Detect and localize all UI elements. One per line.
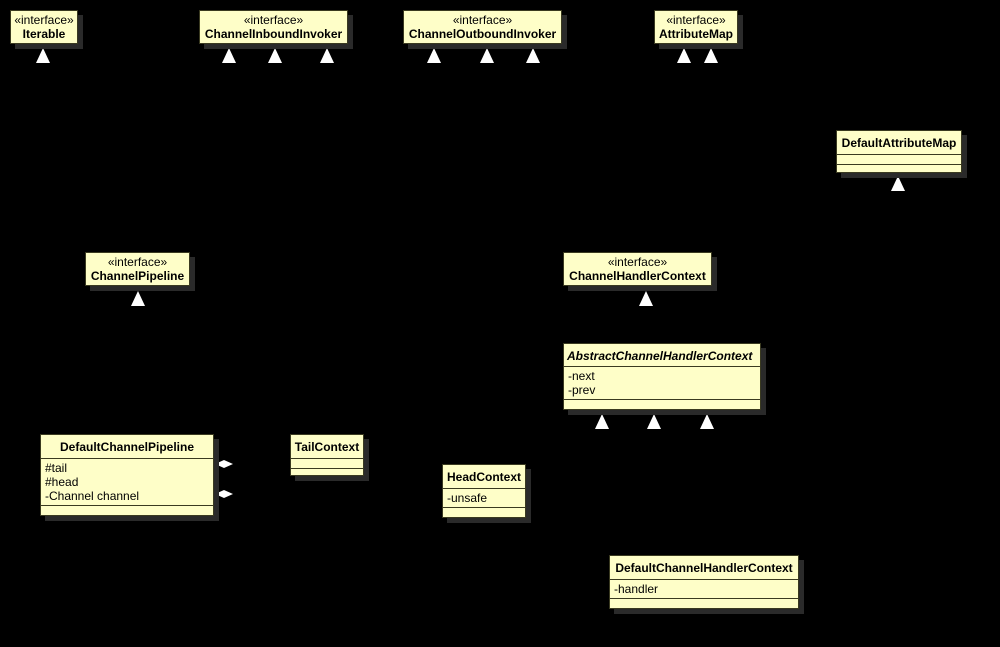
default-attribute-map-arrowhead (891, 176, 905, 191)
class-default-channel-pipeline[interactable]: DefaultChannelPipeline #tail #head -Chan… (40, 434, 214, 516)
stereotype-label: «interface» (107, 255, 168, 269)
composition-diamonds (215, 460, 233, 498)
iterable-arrowhead (36, 48, 50, 63)
class-header: AbstractChannelHandlerContext (564, 344, 760, 366)
class-tail-context[interactable]: TailContext (290, 434, 364, 476)
class-name: HeadContext (446, 470, 521, 484)
operations-compartment (610, 598, 798, 608)
class-name: AttributeMap (659, 27, 733, 41)
class-name: DefaultChannelPipeline (59, 440, 195, 454)
class-name: Iterable (22, 27, 66, 41)
class-header: «interface» AttributeMap (655, 11, 737, 43)
class-default-attribute-map[interactable]: DefaultAttributeMap (836, 130, 962, 173)
class-channel-outbound-invoker[interactable]: «interface» ChannelOutboundInvoker (403, 10, 562, 44)
class-header: «interface» Iterable (11, 11, 77, 43)
abstract-context-arrowhead-1 (595, 414, 609, 429)
class-header: «interface» ChannelOutboundInvoker (404, 11, 561, 43)
class-header: «interface» ChannelInboundInvoker (200, 11, 347, 43)
class-iterable[interactable]: «interface» Iterable (10, 10, 78, 44)
class-header: «interface» ChannelPipeline (86, 253, 189, 285)
class-name: DefaultChannelHandlerContext (615, 561, 793, 575)
stereotype-label: «interface» (666, 13, 726, 27)
attribute-head: #head (45, 475, 79, 489)
operations-compartment (564, 399, 760, 409)
operations-compartment (837, 164, 961, 174)
class-channel-handler-context[interactable]: «interface» ChannelHandlerContext (563, 252, 712, 286)
operations-compartment (41, 505, 213, 515)
class-name: ChannelPipeline (90, 269, 185, 283)
class-default-channel-handler-context[interactable]: DefaultChannelHandlerContext -handler (609, 555, 799, 609)
abstract-context-arrowhead-3 (700, 414, 714, 429)
stereotype-label: «interface» (14, 13, 74, 27)
class-name: DefaultAttributeMap (841, 136, 957, 150)
class-header: DefaultAttributeMap (837, 131, 961, 154)
class-channel-inbound-invoker[interactable]: «interface» ChannelInboundInvoker (199, 10, 348, 44)
class-name: ChannelInboundInvoker (204, 27, 343, 41)
attributes-compartment: -handler (610, 579, 798, 598)
outbound-invoker-arrowhead-3 (526, 48, 540, 63)
attributes-compartment: #tail #head -Channel channel (41, 458, 213, 505)
class-name: TailContext (294, 440, 360, 454)
class-header: HeadContext (443, 465, 525, 488)
attributes-compartment (837, 154, 961, 164)
attribute-unsafe: -unsafe (447, 491, 488, 505)
channel-pipeline-arrowhead (131, 291, 145, 306)
pipeline-head-diamond (215, 490, 233, 498)
abstract-context-arrowhead-2 (647, 414, 661, 429)
inbound-invoker-arrowhead-2 (268, 48, 282, 63)
class-name: ChannelHandlerContext (569, 269, 706, 283)
class-name: AbstractChannelHandlerContext (567, 349, 753, 363)
channel-handler-context-arrowhead (639, 291, 653, 306)
pipeline-tail-diamond (215, 460, 233, 468)
inheritance-arrowheads (36, 48, 905, 429)
inbound-invoker-arrowhead-1 (222, 48, 236, 63)
outbound-invoker-arrowhead-2 (480, 48, 494, 63)
stereotype-label: «interface» (452, 13, 513, 27)
stereotype-label: «interface» (243, 13, 304, 27)
class-header: TailContext (291, 435, 363, 458)
class-header: «interface» ChannelHandlerContext (564, 253, 711, 285)
attribute-tail: #tail (45, 461, 68, 475)
attributes-compartment (291, 458, 363, 468)
class-abstract-channel-handler-context[interactable]: AbstractChannelHandlerContext -next -pre… (563, 343, 761, 410)
class-header: DefaultChannelPipeline (41, 435, 213, 458)
attribute-map-arrowhead-1 (677, 48, 691, 63)
class-channel-pipeline[interactable]: «interface» ChannelPipeline (85, 252, 190, 286)
operations-compartment (291, 468, 363, 478)
attribute-handler: -handler (614, 582, 659, 596)
attribute-map-arrowhead-2 (704, 48, 718, 63)
class-header: DefaultChannelHandlerContext (610, 556, 798, 579)
attribute-channel: -Channel channel (45, 489, 140, 503)
attributes-compartment: -unsafe (443, 488, 525, 507)
stereotype-label: «interface» (607, 255, 668, 269)
class-name: ChannelOutboundInvoker (408, 27, 557, 41)
attributes-compartment: -next -prev (564, 366, 760, 399)
outbound-invoker-arrowhead-1 (427, 48, 441, 63)
operations-compartment (443, 507, 525, 517)
class-head-context[interactable]: HeadContext -unsafe (442, 464, 526, 518)
inbound-invoker-arrowhead-3 (320, 48, 334, 63)
attribute-prev: -prev (568, 383, 596, 397)
class-attribute-map[interactable]: «interface» AttributeMap (654, 10, 738, 44)
attribute-next: -next (568, 369, 595, 383)
